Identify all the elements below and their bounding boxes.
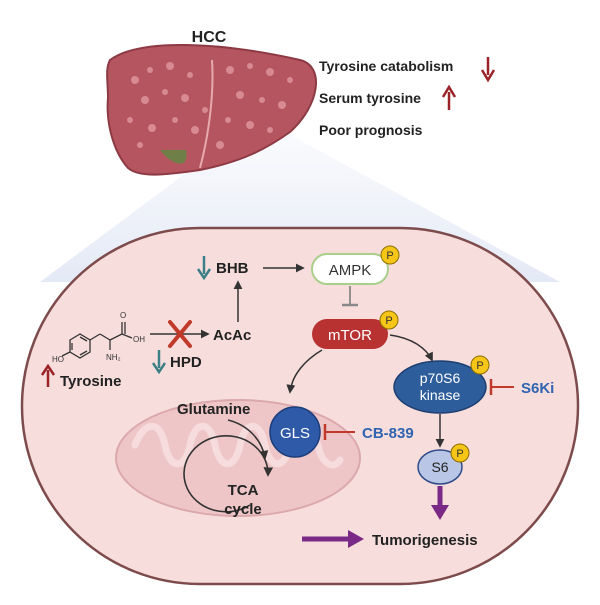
ampk-label: AMPK <box>329 262 372 279</box>
liver-illustration <box>106 43 317 176</box>
phospho-label: P <box>386 250 393 262</box>
mtor-gls-arrow <box>286 349 323 394</box>
tyrosine-structure <box>61 322 133 359</box>
down-arrow-icon <box>196 256 212 281</box>
molecule-nh2-label: NH₂ <box>106 353 121 362</box>
tca-cycle-loop <box>183 435 274 513</box>
up-arrow-icon <box>441 84 457 110</box>
molecule-o-label: O <box>120 311 126 320</box>
phospho-badge <box>379 310 399 330</box>
fact-serum-tyrosine: Serum tyrosine <box>319 90 421 106</box>
hcc-title: HCC <box>192 29 227 46</box>
down-arrow-icon <box>151 350 167 375</box>
up-arrow-icon <box>40 363 56 387</box>
s6-tumorigenesis-arrow <box>431 486 449 520</box>
molecule-ho-label: HO <box>52 355 64 364</box>
cb839-label: CB-839 <box>362 425 414 442</box>
cell-membrane <box>20 226 580 586</box>
acac-label: AcAc <box>213 327 251 344</box>
s6-label: S6 <box>431 459 448 475</box>
phospho-label: P <box>476 360 483 372</box>
ampk-node <box>311 253 389 285</box>
mtor-p70s6-arrow <box>389 334 433 362</box>
phospho-badge <box>450 443 470 463</box>
glutamine-label: Glutamine <box>177 401 250 418</box>
fact-tyrosine-catabolism: Tyrosine catabolism <box>319 58 453 74</box>
phospho-badge <box>470 355 490 375</box>
mtor-node <box>312 319 388 349</box>
tumorigenesis-label: Tumorigenesis <box>372 532 478 549</box>
cycle-label: cycle <box>224 501 262 518</box>
hpd-label: HPD <box>170 354 202 371</box>
block-x-icon <box>168 320 192 348</box>
kinase-label: kinase <box>420 387 461 403</box>
phospho-label: P <box>456 448 463 460</box>
s6-node <box>417 449 463 485</box>
tca-tumorigenesis-arrow <box>302 530 364 548</box>
molecule-oh-label: OH <box>133 335 145 344</box>
tca-label: TCA <box>228 482 259 499</box>
p70s6-label: p70S6 <box>420 370 461 386</box>
gls-label: GLS <box>280 425 310 442</box>
p70s6-kinase-node <box>393 360 487 414</box>
s6ki-label: S6Ki <box>521 380 554 397</box>
gls-node <box>269 406 321 458</box>
fact-poor-prognosis: Poor prognosis <box>319 122 423 138</box>
down-arrow-icon <box>480 57 496 83</box>
tyrosine-label: Tyrosine <box>60 373 121 390</box>
mtor-label: mTOR <box>328 327 372 344</box>
phospho-label: P <box>385 315 392 327</box>
bhb-label: BHB <box>216 260 249 277</box>
phospho-badge <box>380 245 400 265</box>
glutamine-tca-arrow <box>227 419 269 460</box>
